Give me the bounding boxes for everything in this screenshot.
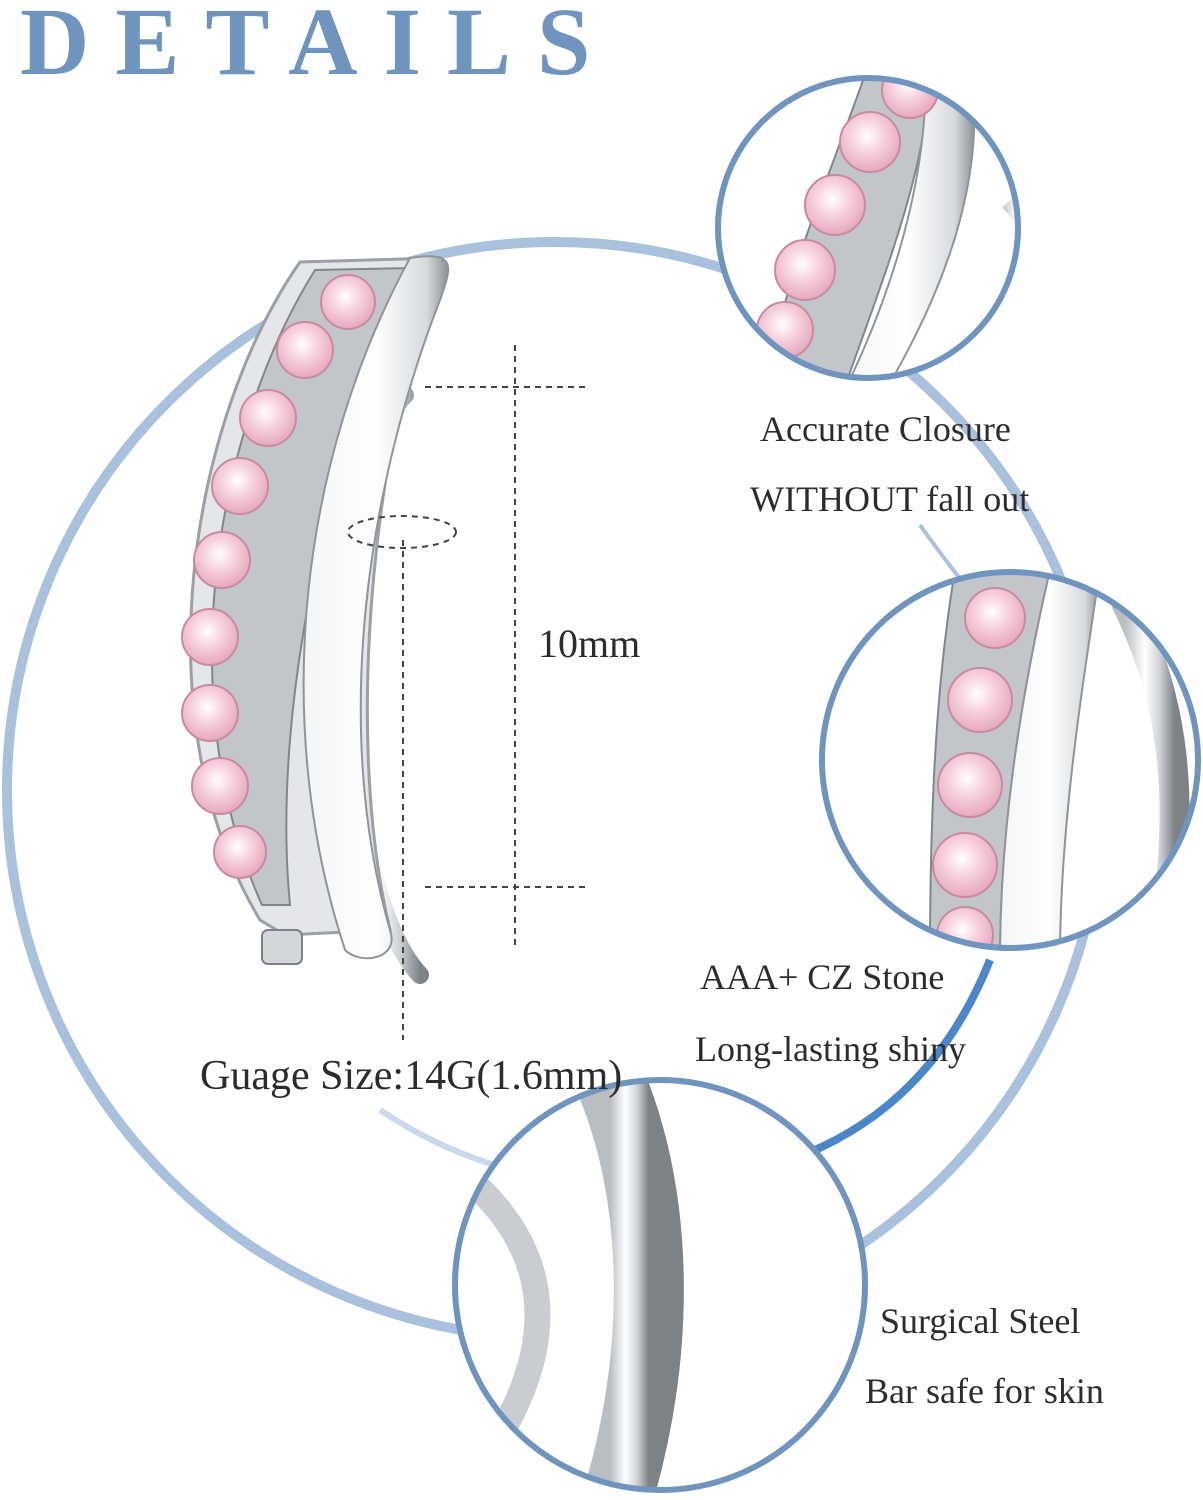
zoom-circle-stone	[819, 569, 1201, 951]
pointer-curve-stone	[788, 958, 994, 1164]
steel-caption-line1: Surgical Steel	[880, 1301, 1081, 1341]
page-title: DETAILS	[20, 0, 617, 95]
cz-stones	[181, 274, 376, 879]
steel-caption-line2: Bar safe for skin	[865, 1371, 1104, 1411]
stone-caption-line1: AAA+ CZ Stone	[700, 957, 945, 997]
zoom-circle-steel	[452, 1077, 868, 1493]
pointer-curve-gauge	[378, 1107, 506, 1171]
belly-ring-main	[181, 255, 450, 984]
polished-band	[302, 255, 450, 960]
clasp	[261, 929, 303, 965]
closure-caption-line2: WITHOUT fall out	[750, 479, 1030, 519]
length-label: 10mm	[538, 621, 641, 666]
zoom-circle-closure	[715, 75, 1021, 381]
gauge-label: Guage Size:14G(1.6mm)	[200, 1053, 623, 1099]
measurement-guides	[347, 345, 590, 1040]
stone-caption-line2: Long-lasting shiny	[695, 1029, 966, 1069]
pointer-curve-closure	[918, 523, 967, 587]
closure-caption-line1: Accurate Closure	[760, 409, 1011, 449]
